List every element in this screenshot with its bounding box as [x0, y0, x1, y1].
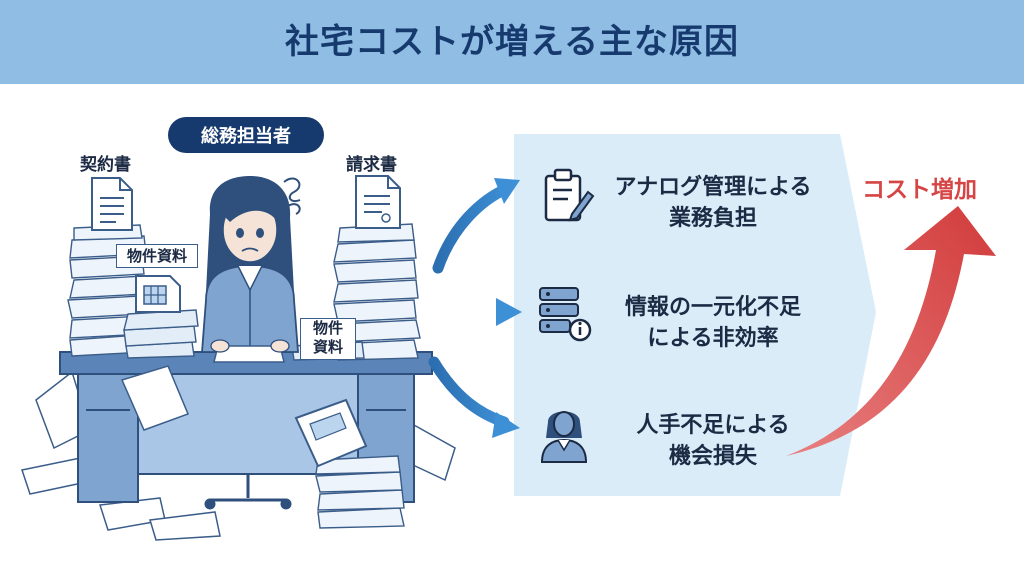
- paper-stack-right: [333, 223, 421, 361]
- office-worker: [201, 176, 301, 363]
- server-info-icon: [539, 287, 592, 342]
- contract-label: 契約書: [80, 155, 131, 175]
- cause-2-text: 情報の一元化不足 による非効率: [624, 295, 801, 351]
- loose-paper: [120, 365, 189, 431]
- causes-panel: [514, 134, 876, 496]
- arrowhead-2: [496, 298, 522, 326]
- form-document-icon: [294, 398, 368, 468]
- paper-stack-floor: [315, 455, 405, 529]
- title-banner: [0, 0, 1024, 84]
- person-icon: [540, 411, 588, 463]
- arrowhead-3: [492, 412, 520, 438]
- invoice-label: 請求書: [346, 155, 397, 175]
- person-label-badge: 総務担当者: [168, 117, 324, 153]
- property-docs-label-right: 物件 資料: [300, 318, 356, 360]
- spreadsheet-document-icon: [135, 275, 181, 313]
- arrow-to-cause-3: [428, 356, 510, 428]
- chair: [204, 474, 292, 510]
- page-title: 社宅コストが増える主な原因: [285, 22, 739, 62]
- clipboard-icon: [544, 168, 595, 222]
- cost-increase-label: コスト増加: [862, 177, 977, 203]
- cause-1-text: アナログ管理による 業務負担: [614, 175, 812, 231]
- contract-document-icon: [91, 177, 133, 231]
- invoice-document-icon: [355, 175, 401, 229]
- arrow-to-cause-1: [432, 182, 514, 274]
- floor-papers: [21, 370, 456, 541]
- cause-3-text: 人手不足による 機会損失: [636, 413, 790, 469]
- arrowhead-1: [494, 178, 520, 204]
- property-docs-label-left: 物件資料: [116, 244, 198, 268]
- paper-stack-left-2: [123, 309, 199, 359]
- cost-increase-arrow: [786, 206, 996, 456]
